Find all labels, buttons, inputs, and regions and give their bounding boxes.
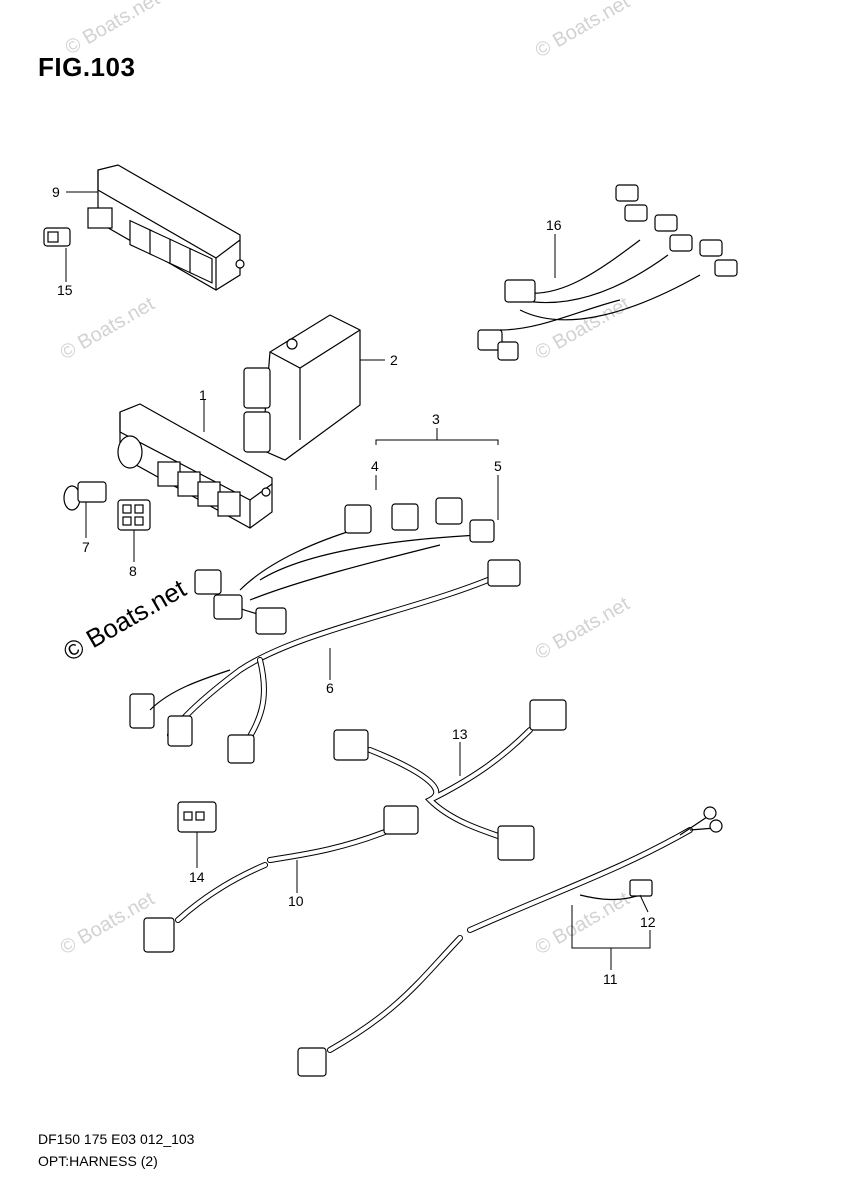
leader-lines bbox=[65, 191, 651, 970]
callout-14: 14 bbox=[189, 869, 205, 885]
callout-2: 2 bbox=[390, 352, 398, 368]
callout-15: 15 bbox=[57, 282, 73, 298]
callout-10: 10 bbox=[288, 893, 304, 909]
part-7-connector bbox=[63, 481, 107, 511]
callout-3: 3 bbox=[432, 411, 440, 427]
callout-1: 1 bbox=[199, 387, 207, 403]
callout-6: 6 bbox=[326, 680, 334, 696]
callout-7: 7 bbox=[82, 539, 90, 555]
part-1-relay-box bbox=[117, 403, 273, 529]
watermark-4: © Boats.net bbox=[532, 293, 634, 365]
footer-caption: OPT:HARNESS (2) bbox=[38, 1153, 158, 1169]
watermark-large: © Boats.net bbox=[58, 573, 192, 667]
part-16-harness bbox=[477, 184, 738, 361]
figure-title: FIG.103 bbox=[38, 52, 136, 82]
callout-9: 9 bbox=[52, 184, 60, 200]
callout-8: 8 bbox=[129, 563, 137, 579]
callout-4: 4 bbox=[371, 458, 379, 474]
part-13-harness bbox=[333, 699, 567, 861]
part-15-connector bbox=[43, 227, 71, 247]
part-8-connector bbox=[117, 499, 151, 531]
watermark-5: © Boats.net bbox=[532, 593, 634, 665]
watermark-1: © Boats.net bbox=[62, 0, 164, 59]
watermark-3: © Boats.net bbox=[57, 293, 159, 365]
watermark-2: © Boats.net bbox=[532, 0, 634, 62]
part-10-harness bbox=[143, 805, 419, 953]
watermark-6: © Boats.net bbox=[57, 888, 159, 960]
part-6-harness bbox=[129, 497, 521, 764]
part-9-relay-box bbox=[87, 164, 245, 291]
footer-code: DF150 175 E03 012_103 bbox=[38, 1131, 195, 1147]
callout-12: 12 bbox=[640, 914, 656, 930]
callout-11: 11 bbox=[603, 971, 618, 987]
callout-13: 13 bbox=[452, 726, 468, 742]
callout-16: 16 bbox=[546, 217, 562, 233]
footer: DF150 175 E03 012_103 OPT:HARNESS (2) bbox=[38, 1128, 194, 1172]
part-11-cable bbox=[297, 806, 723, 1077]
part-2-ecu bbox=[243, 314, 361, 461]
watermarks: © Boats.net © Boats.net © Boats.net © Bo… bbox=[57, 0, 634, 959]
callouts: 9 15 2 1 3 4 5 7 8 16 6 13 14 10 12 11 bbox=[52, 184, 656, 987]
callout-5: 5 bbox=[494, 458, 502, 474]
part-14-block bbox=[177, 801, 217, 833]
